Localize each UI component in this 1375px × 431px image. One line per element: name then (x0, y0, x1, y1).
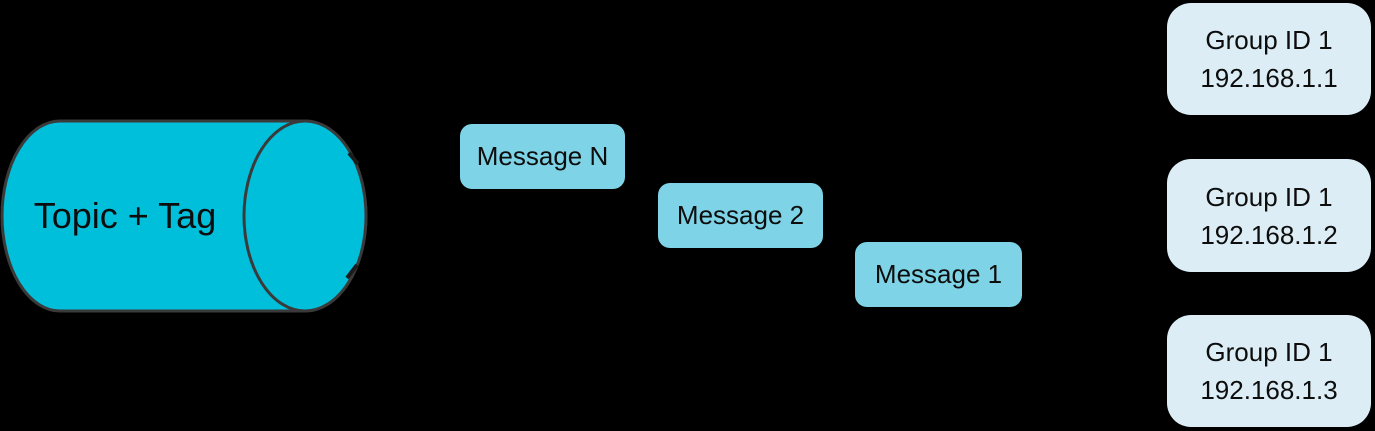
group-address: 192.168.1.3 (1200, 375, 1338, 405)
group-box: Group ID 1 192.168.1.2 (1167, 159, 1371, 272)
message-label: Message 2 (676, 200, 805, 230)
group-box: Group ID 1 192.168.1.1 (1167, 3, 1371, 115)
group-address: 192.168.1.1 (1200, 63, 1338, 93)
message-label: Message 1 (874, 259, 1003, 289)
message-box: Message 2 (658, 183, 823, 248)
group-title: Group ID 1 (1205, 337, 1333, 367)
group-box: Group ID 1 192.168.1.3 (1167, 315, 1371, 427)
group-title: Group ID 1 (1205, 25, 1333, 55)
cylinder-face-shape (242, 119, 368, 313)
message-box: Message 1 (855, 242, 1022, 307)
group-title: Group ID 1 (1205, 181, 1333, 212)
group-address: 192.168.1.2 (1200, 219, 1338, 250)
message-label: Message N (476, 141, 609, 171)
topic-label: Topic + Tag (33, 195, 217, 236)
arrowhead-mark (347, 151, 360, 166)
message-box: Message N (460, 124, 625, 189)
arrowhead-mark (345, 263, 359, 280)
